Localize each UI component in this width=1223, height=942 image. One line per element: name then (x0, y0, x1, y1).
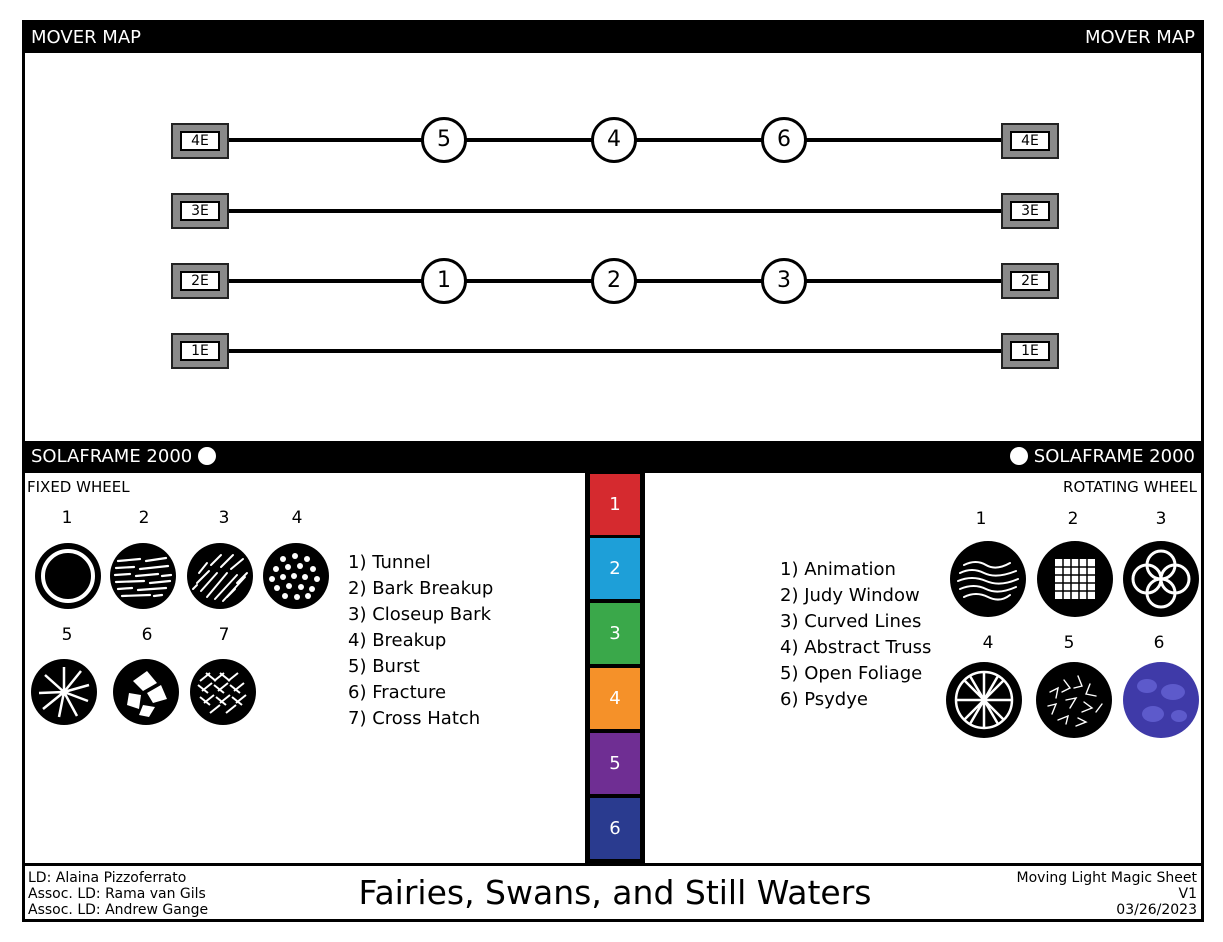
pipe-label-left: 3E (171, 193, 229, 229)
color-slot: 5 (590, 733, 640, 794)
doc-type: Moving Light Magic Sheet (1016, 870, 1197, 886)
bark-breakup-gobo-icon (110, 543, 176, 609)
closeup-bark-gobo-icon (187, 543, 253, 609)
fixed-wheel-legend: 1) Tunnel 2) Bark Breakup 3) Closeup Bar… (348, 552, 494, 729)
rotating-slot-number: 6 (1153, 633, 1165, 653)
judy-window-gobo-icon (1037, 541, 1113, 617)
fixture-title-left: SOLAFRAME 2000 (31, 441, 216, 473)
fixed-slot-number: 2 (138, 508, 150, 528)
color-slot: 3 (590, 603, 640, 664)
abstract-truss-gobo-icon (946, 662, 1022, 738)
mover-unit: 6 (761, 117, 807, 163)
mover-unit: 1 (421, 258, 467, 304)
fixed-wheel-title: FIXED WHEEL (27, 478, 130, 496)
footer-divider (25, 863, 1201, 866)
version: V1 (1178, 886, 1197, 902)
fixed-slot-number: 3 (218, 508, 230, 528)
credit-ld: LD: Alaina Pizzoferrato (28, 870, 187, 886)
magic-sheet: MOVER MAP MOVER MAP 4E 4E 5 4 6 3E 3E 2E… (22, 20, 1204, 922)
fixed-slot-number: 7 (218, 625, 230, 645)
rotating-slot-number: 4 (982, 633, 994, 653)
mover-unit: 5 (421, 117, 467, 163)
rotating-slot-number: 1 (975, 509, 987, 529)
open-white-dot-icon (197, 447, 216, 465)
rotating-wheel-legend: 1) Animation 2) Judy Window 3) Curved Li… (780, 559, 932, 710)
fixed-slot-number: 5 (61, 625, 73, 645)
fixture-title-right: SOLAFRAME 2000 (1010, 441, 1195, 473)
pipe-line (225, 349, 1005, 353)
mover-map-header: MOVER MAP MOVER MAP (25, 23, 1201, 53)
tunnel-gobo-icon (35, 543, 101, 609)
pipe-label-right: 3E (1001, 193, 1059, 229)
mover-unit: 4 (591, 117, 637, 163)
breakup-gobo-icon (263, 543, 329, 609)
color-slot: 1 (590, 474, 640, 535)
pipe-label-left: 4E (171, 123, 229, 159)
fixed-slot-number: 6 (141, 625, 153, 645)
fixed-slot-number: 1 (61, 508, 73, 528)
rotating-slot-number: 2 (1067, 509, 1079, 529)
color-slot: 4 (590, 668, 640, 729)
fixture-header: SOLAFRAME 2000 SOLAFRAME 2000 (25, 441, 1201, 473)
cross-hatch-gobo-icon (190, 659, 256, 725)
show-title: Fairies, Swans, and Still Waters (358, 873, 872, 912)
credit-assoc-ld-1: Assoc. LD: Rama van Gils (28, 886, 206, 902)
pipe-label-left: 1E (171, 333, 229, 369)
date: 03/26/2023 (1116, 902, 1197, 918)
color-slot: 2 (590, 538, 640, 599)
color-wheel: 1 2 3 4 5 6 (585, 472, 645, 864)
burst-gobo-icon (31, 659, 97, 725)
animation-gobo-icon (950, 541, 1026, 617)
fixed-slot-number: 4 (291, 508, 303, 528)
pipe-label-left: 2E (171, 263, 229, 299)
rotating-slot-number: 3 (1155, 509, 1167, 529)
rotating-slot-number: 5 (1063, 633, 1075, 653)
pipe-label-right: 2E (1001, 263, 1059, 299)
rotating-wheel-title: ROTATING WHEEL (1063, 478, 1197, 496)
mover-unit: 3 (761, 258, 807, 304)
fracture-gobo-icon (113, 659, 179, 725)
credit-assoc-ld-2: Assoc. LD: Andrew Gange (28, 902, 209, 918)
pipe-label-right: 4E (1001, 123, 1059, 159)
mover-unit: 2 (591, 258, 637, 304)
psydye-gobo-icon (1123, 662, 1199, 738)
pipe-line (225, 209, 1005, 213)
mover-map-title-left: MOVER MAP (31, 27, 141, 48)
mover-map-title-right: MOVER MAP (1085, 27, 1195, 48)
pipe-label-right: 1E (1001, 333, 1059, 369)
open-white-dot-icon (1010, 447, 1029, 465)
open-foliage-gobo-icon (1036, 662, 1112, 738)
curved-lines-gobo-icon (1123, 541, 1199, 617)
color-slot: 6 (590, 798, 640, 859)
